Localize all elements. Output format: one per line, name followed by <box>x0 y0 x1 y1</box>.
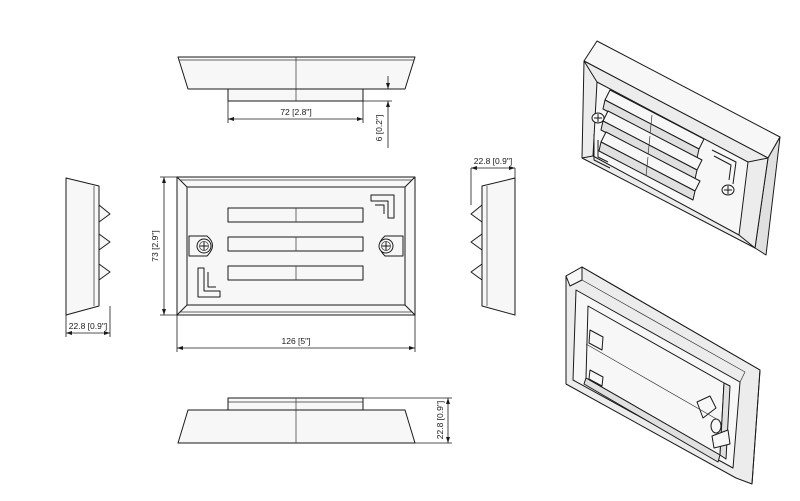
top-view: 72 [2.8"] 6 [0.2"] <box>177 56 416 148</box>
bottom-view-body <box>177 409 416 444</box>
left-side-view: 22.8 [0.9"] <box>65 177 111 337</box>
dim-top-offset: 6 [0.2"] <box>374 115 384 142</box>
dim-top-width: 72 [2.8"] <box>280 107 311 117</box>
front-slots <box>227 207 364 281</box>
dim-bottom-depth: 22.8 [0.9"] <box>435 401 445 439</box>
isometric-front-view <box>581 40 781 256</box>
bottom-view: 22.8 [0.9"] <box>177 397 452 444</box>
right-side-body <box>481 177 516 316</box>
front-view: 73 [2.9"] 126 [5"] <box>150 176 416 352</box>
dim-right-depth: 22.8 [0.9"] <box>474 156 512 166</box>
corner-mark-bottom-left <box>197 267 221 298</box>
top-view-body <box>177 56 416 90</box>
corner-mark-top-right <box>370 194 395 219</box>
isometric-back-view <box>565 266 761 485</box>
top-view-boss <box>227 88 364 102</box>
bottom-view-boss <box>227 397 364 411</box>
dim-left-depth: 22.8 [0.9"] <box>69 321 107 331</box>
screw-right <box>378 235 404 257</box>
dim-front-height: 73 [2.9"] <box>150 230 160 261</box>
left-side-body <box>65 177 100 316</box>
dim-front-width: 126 [5"] <box>281 336 310 346</box>
screw-left <box>188 235 213 257</box>
right-side-view: 22.8 [0.9"] <box>470 156 516 316</box>
